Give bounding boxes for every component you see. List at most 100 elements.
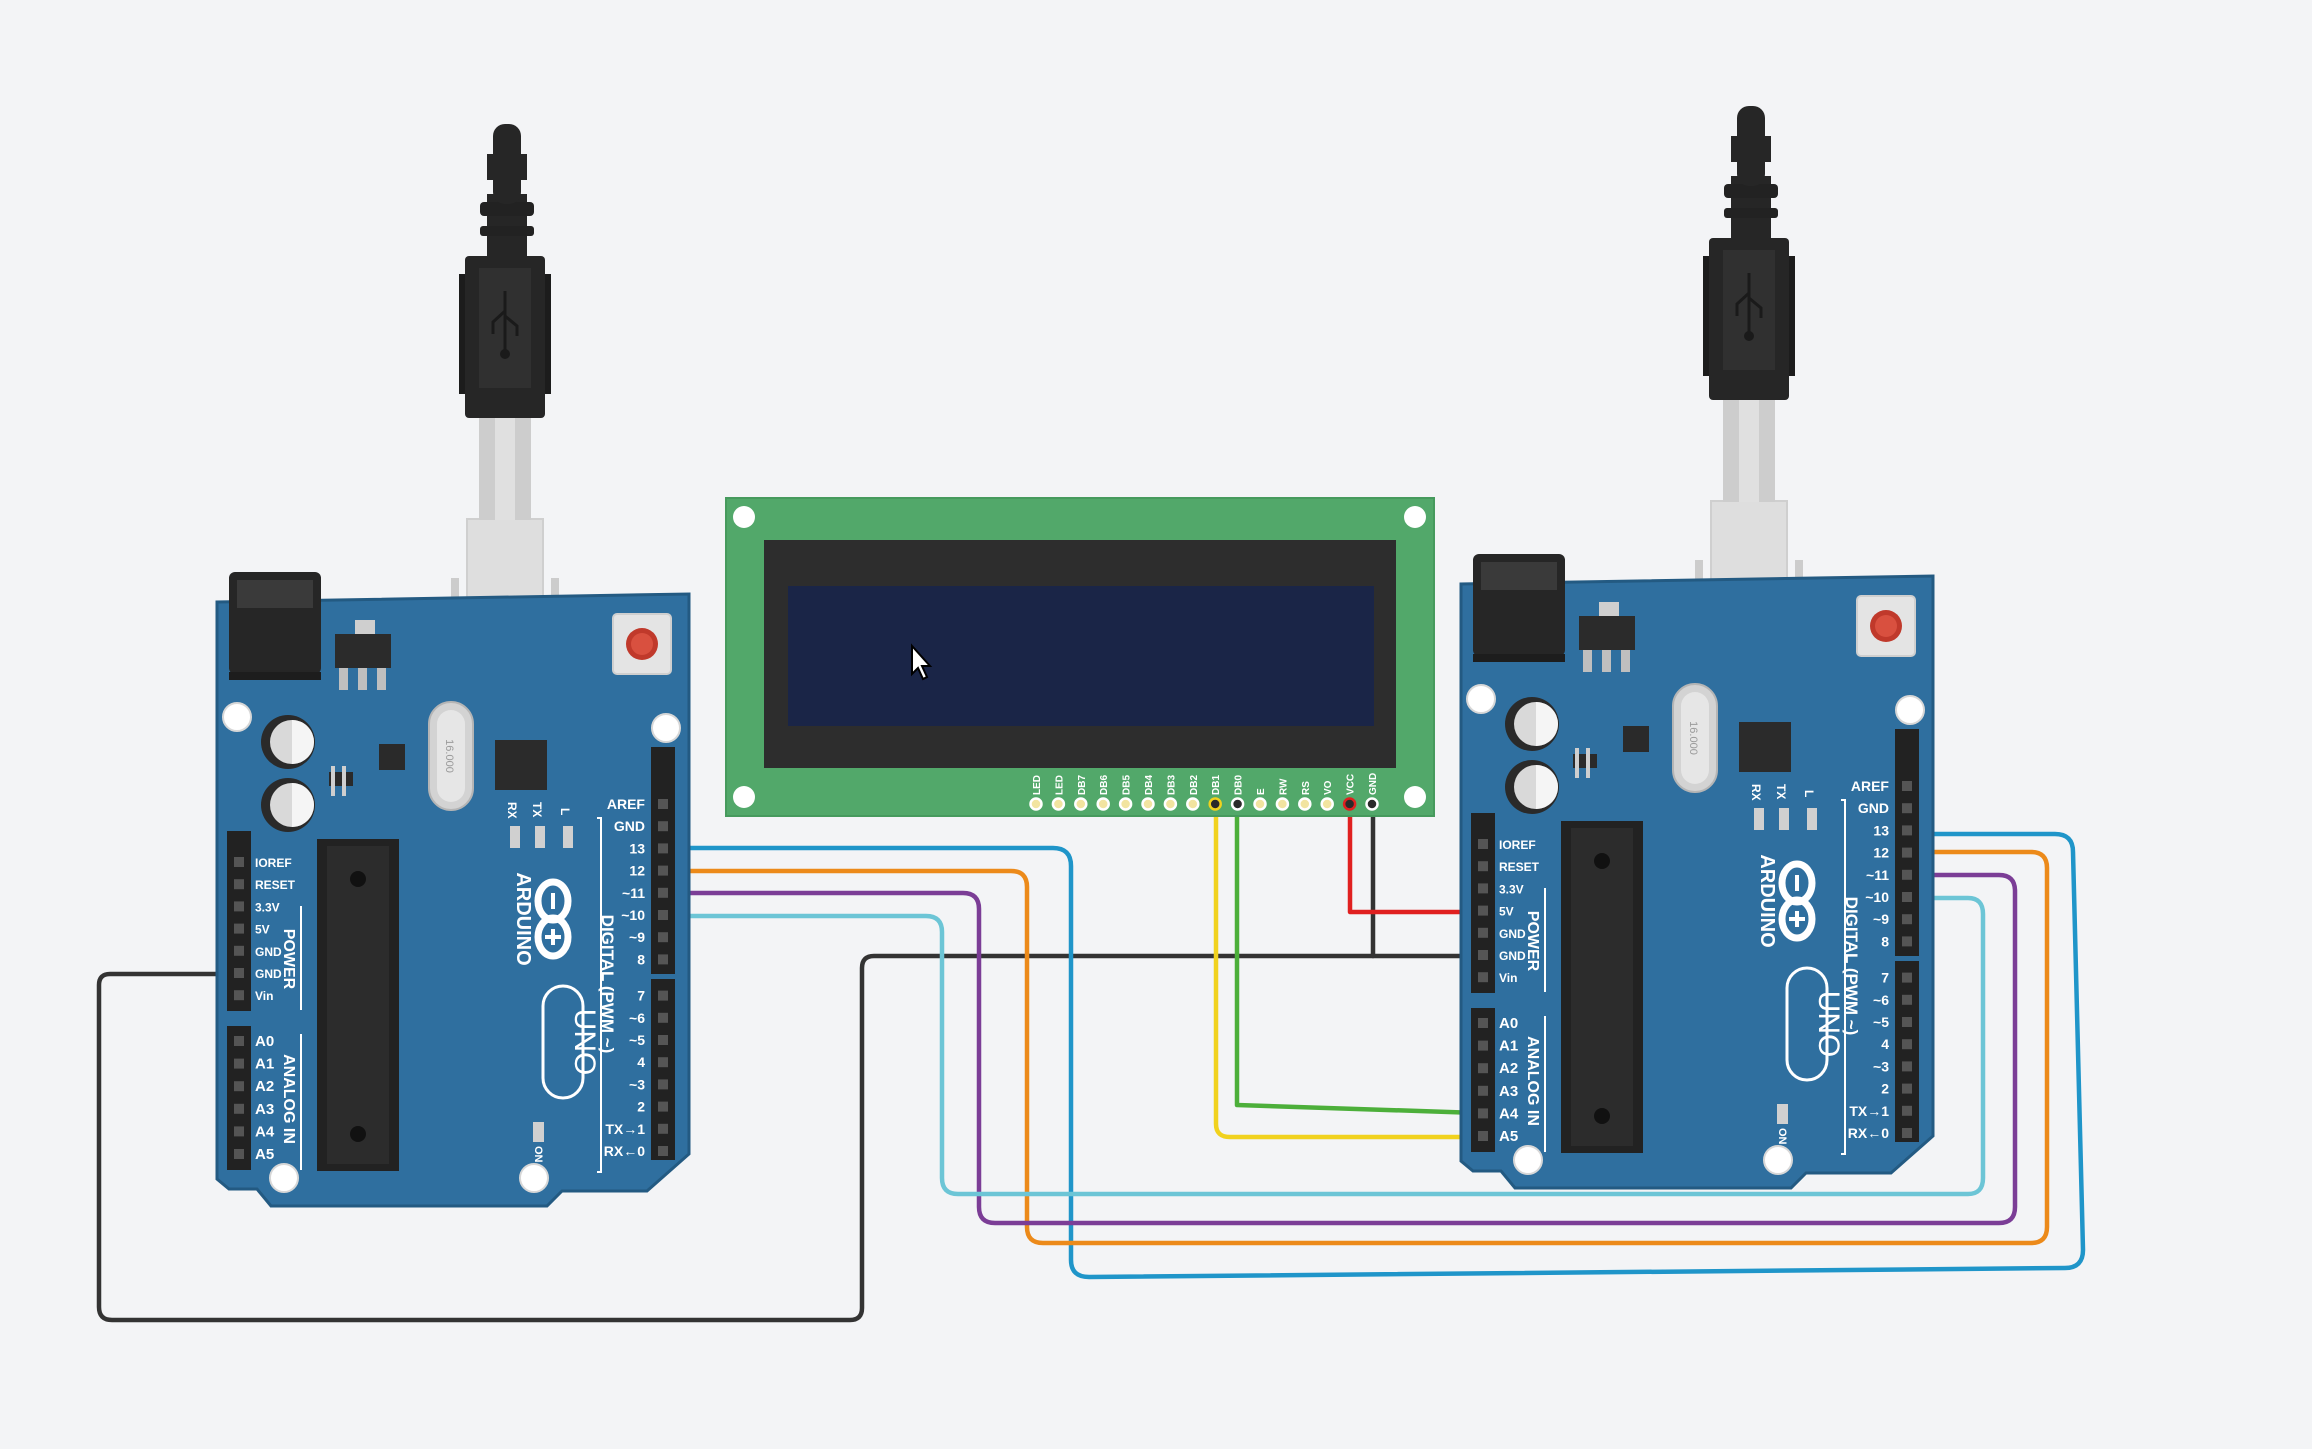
digital-pin-label: ~6 — [629, 1010, 645, 1026]
digital-pin-hole[interactable] — [658, 799, 668, 809]
analog-pin-hole[interactable] — [234, 1126, 244, 1137]
mount-hole — [733, 786, 755, 808]
analog-pin-hole[interactable] — [1478, 1108, 1488, 1119]
digital-pin-hole[interactable] — [658, 1146, 668, 1156]
digital-pin-label: ~5 — [629, 1032, 645, 1048]
power-pin-hole[interactable] — [234, 945, 244, 956]
digital-pin-label: ~3 — [1873, 1058, 1889, 1074]
wire-gnd-left-to-right[interactable] — [96, 953, 1483, 1323]
lcd-pin[interactable] — [1320, 797, 1334, 811]
wire-lcd-db0-a4[interactable] — [1234, 803, 1481, 1116]
digital-pin-hole[interactable] — [658, 821, 668, 832]
lcd-pin[interactable] — [1298, 797, 1312, 811]
lcd-pin[interactable] — [1074, 797, 1088, 811]
lcd-pin-label: LED — [1054, 775, 1065, 795]
lcd-pin[interactable] — [1253, 797, 1267, 811]
power-pin-hole[interactable] — [234, 879, 244, 890]
digital-pin-hole[interactable] — [1902, 994, 1912, 1005]
analog-pin-hole[interactable] — [234, 1149, 244, 1159]
lcd-pin[interactable] — [1163, 797, 1178, 811]
digital-pin-hole[interactable] — [1902, 892, 1912, 902]
analog-pin-label: A5 — [255, 1146, 274, 1163]
power-pin-hole[interactable] — [1478, 927, 1488, 938]
lcd-pin[interactable] — [1186, 797, 1200, 811]
lcd-pin[interactable] — [1365, 797, 1379, 811]
power-pin-hole[interactable] — [1478, 950, 1488, 960]
analog-pin-hole[interactable] — [234, 1058, 244, 1069]
analog-pin-hole[interactable] — [234, 1103, 244, 1114]
wire-pin11-left[interactable] — [663, 872, 2018, 1226]
power-pin-hole[interactable] — [1478, 861, 1488, 872]
digital-pin-hole[interactable] — [658, 865, 668, 876]
lcd-pin[interactable] — [1342, 797, 1357, 811]
power-pin-hole[interactable] — [234, 857, 244, 867]
digital-pin-hole[interactable] — [658, 1035, 668, 1045]
digital-pin-hole[interactable] — [658, 1012, 668, 1023]
analog-pin-hole[interactable] — [234, 1036, 244, 1046]
digital-pin-hole[interactable] — [658, 1101, 668, 1112]
digital-pin-hole[interactable] — [1902, 914, 1912, 925]
lcd-pin[interactable] — [1208, 797, 1222, 811]
analog-pin-hole[interactable] — [1478, 1131, 1488, 1141]
digital-pin-hole[interactable] — [658, 932, 668, 943]
analog-pin-hole[interactable] — [1478, 1063, 1488, 1074]
lcd-pin[interactable] — [1230, 797, 1245, 811]
power-pin-label: RESET — [1499, 860, 1540, 874]
power-pin-hole[interactable] — [234, 990, 244, 1001]
digital-pin-hole[interactable] — [1902, 1105, 1912, 1116]
lcd-pin[interactable] — [1096, 797, 1110, 811]
power-pin-hole[interactable] — [234, 901, 244, 912]
arduino-uno-right[interactable]: AREFGND1312~11~10~987~6~54~32TX→1RX←0IOR… — [1461, 104, 1933, 1188]
analog-pin-hole[interactable] — [1478, 1085, 1488, 1096]
digital-pin-hole[interactable] — [658, 843, 668, 854]
model-label: UNO — [1812, 991, 1845, 1058]
digital-pin-hole[interactable] — [1902, 803, 1912, 814]
mount-hole — [1404, 506, 1426, 528]
digital-pin-hole[interactable] — [658, 954, 668, 965]
power-pin-hole[interactable] — [234, 923, 244, 934]
power-pin-hole[interactable] — [1478, 905, 1488, 916]
digital-pin-hole[interactable] — [658, 1057, 668, 1068]
digital-pin-hole[interactable] — [658, 910, 668, 920]
arduino-uno-left[interactable]: AREFGND1312~11~10~987~6~54~32TX→1RX←0IOR… — [217, 122, 689, 1206]
wire-lcd-vcc[interactable] — [1347, 803, 1485, 915]
digital-pin-hole[interactable] — [1902, 869, 1912, 880]
digital-pin-label: 8 — [1881, 933, 1889, 949]
digital-pin-hole[interactable] — [1902, 972, 1912, 983]
digital-pin-hole[interactable] — [1902, 1061, 1912, 1072]
analog-pin-hole[interactable] — [1478, 1018, 1488, 1028]
power-pin-hole[interactable] — [1478, 839, 1488, 849]
power-pin-hole[interactable] — [234, 968, 244, 978]
analog-pin-hole[interactable] — [234, 1081, 244, 1092]
wire-pin12-left[interactable] — [663, 849, 2050, 1246]
digital-pin-hole[interactable] — [1902, 1083, 1912, 1094]
power-pin-hole[interactable] — [1478, 972, 1488, 983]
lcd-pin-label: GND — [1368, 773, 1379, 795]
power-pin-hole[interactable] — [1478, 883, 1488, 894]
digital-pin-hole[interactable] — [1902, 936, 1912, 947]
digital-pin-hole[interactable] — [658, 990, 668, 1001]
analog-pin-label: A3 — [1499, 1083, 1518, 1100]
digital-pin-hole[interactable] — [1902, 1017, 1912, 1027]
digital-pin-hole[interactable] — [658, 1123, 668, 1134]
digital-pin-hole[interactable] — [658, 1079, 668, 1090]
digital-pin-hole[interactable] — [1902, 1039, 1912, 1050]
lcd-pin[interactable] — [1029, 797, 1043, 811]
wire-lcd-db1-a5[interactable] — [1213, 803, 1481, 1140]
wire-pin13-left[interactable] — [663, 831, 2086, 1280]
digital-pin-hole[interactable] — [1902, 847, 1912, 858]
lcd-pin[interactable] — [1118, 797, 1133, 811]
digital-pin-label: RX←0 — [1848, 1125, 1889, 1141]
digital-pin-hole[interactable] — [658, 887, 668, 898]
digital-pin-hole[interactable] — [1902, 1128, 1912, 1138]
analog-pin-hole[interactable] — [1478, 1040, 1488, 1051]
lcd-pin[interactable] — [1275, 797, 1290, 811]
lcd-pin[interactable] — [1051, 797, 1066, 811]
digital-pin-hole[interactable] — [1902, 825, 1912, 836]
lcd-pin[interactable] — [1141, 797, 1155, 811]
wire-pin10-left[interactable] — [663, 895, 1986, 1197]
analog-pin-label: A1 — [1499, 1038, 1518, 1055]
digital-pin-hole[interactable] — [1902, 781, 1912, 791]
